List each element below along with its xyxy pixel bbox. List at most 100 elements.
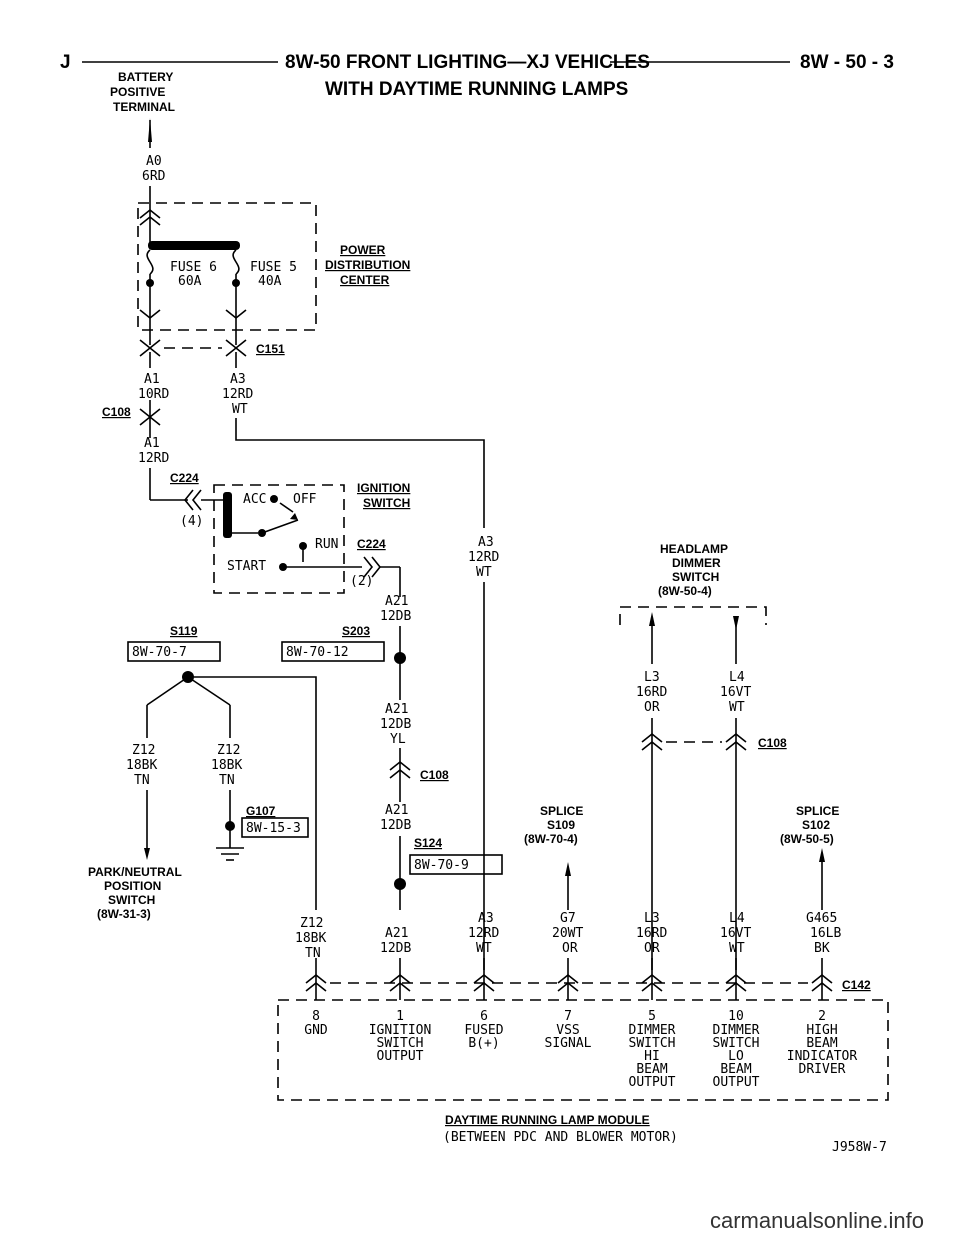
module-pin-label: SWITCH [629,1036,676,1051]
wire-z12-left-label: Z12 [132,743,155,758]
wire-z12-left-spec2: TN [134,773,150,788]
header-letter: J [60,52,71,73]
module-pin-label: SIGNAL [545,1036,592,1051]
module-pin-label: DIMMER [629,1023,676,1038]
bottom-z12-spec: 18BK [295,931,326,946]
wire-l3-top-spec2: OR [644,700,660,715]
wire-l4-top-spec: 16VT [720,685,751,700]
splice-s203-dot [394,652,406,664]
module-subtitle: (BETWEEN PDC AND BLOWER MOTOR) [443,1130,678,1145]
bottom-l4-spec2: WT [729,941,745,956]
ground-g107: G107 [246,804,276,818]
module-pin-number: 7 [564,1009,572,1024]
module-pin-label: SWITCH [377,1036,424,1051]
splice-s102-1: SPLICE [796,804,839,818]
wire-a3-mid-label: A3 [478,535,494,550]
pdc-outline [137,202,317,331]
park-switch-4: (8W-31-3) [97,907,151,921]
ground-g107-ref: 8W-15-3 [246,821,301,836]
module-pin-label: BEAM [806,1036,837,1051]
module-pin-number: 8 [312,1009,320,1024]
module-pins: 8GND1IGNITIONSWITCHOUTPUT6FUSEDB(+)7VSSS… [304,1009,857,1090]
wire-a1-label: A1 [144,372,160,387]
splice-s102-2: S102 [802,818,830,832]
bottom-l4-spec: 16VT [720,926,751,941]
headlamp-label-4: (8W-50-4) [658,584,712,598]
wire-l3-top-spec: 16RD [636,685,667,700]
module-pin-label: FUSED [464,1023,503,1038]
splice-s124-ref: 8W-70-9 [414,858,469,873]
module-pin-number: 6 [480,1009,488,1024]
wire-l4-top-spec2: WT [729,700,745,715]
park-switch-3: SWITCH [108,893,155,907]
wire-a21-mid-spec: 12DB [380,717,411,732]
pdc-title-1: POWER [340,243,386,257]
module-pin-number: 10 [728,1009,744,1024]
fuse6-label: FUSE 6 [170,260,217,275]
battery-label-2: POSITIVE [110,85,165,99]
header-subtitle: WITH DAYTIME RUNNING LAMPS [325,79,628,100]
wire-a3-spec: 12RD [222,387,253,402]
wire-a21-top-label: A21 [385,594,408,609]
ignition-title-2: SWITCH [363,496,410,510]
ignition-acc: ACC [243,492,266,507]
module-pin-label: HI [644,1049,660,1064]
wire-a21-low-spec: 12DB [380,818,411,833]
connector-c151: C151 [256,342,285,356]
wire-l3-top-label: L3 [644,670,660,685]
module-pin-label: B(+) [468,1036,499,1051]
bottom-l3-label: L3 [644,911,660,926]
pdc-title-3: CENTER [340,273,390,287]
module-pin-label: IGNITION [369,1023,432,1038]
module-pin-label: GND [304,1023,328,1038]
wire-z12-left-spec: 18BK [126,758,157,773]
wire-a3-spec2: WT [232,402,248,417]
bottom-a3-label: A3 [478,911,494,926]
wire-z12-mid-spec2: TN [219,773,235,788]
connector-c108-right: C108 [758,736,787,750]
bottom-g465-spec2: BK [814,941,830,956]
wire-a1b-label: A1 [144,436,160,451]
ignition-start: START [227,559,266,574]
wire-z12-mid-spec: 18BK [211,758,242,773]
bottom-l3-spec: 16RD [636,926,667,941]
wire-a0-label: A0 [146,154,162,169]
bottom-g7-spec: 20WT [552,926,583,941]
figure-id: J958W-7 [832,1140,887,1155]
fuse5-icon [232,249,240,275]
splice-s109-1: SPLICE [540,804,583,818]
module-pin-number: 2 [818,1009,826,1024]
bottom-z12-label: Z12 [300,916,323,931]
module-pin-label: SWITCH [713,1036,760,1051]
wire-a21-mid-label: A21 [385,702,408,717]
bottom-z12-spec2: TN [305,946,321,961]
wire-a3-label: A3 [230,372,246,387]
pdc-busbar [148,241,240,250]
header-page-ref: 8W - 50 - 3 [800,52,894,73]
module-pin-number: 5 [648,1009,656,1024]
ignition-off: OFF [293,492,317,507]
watermark: carmanualsonline.info [710,1208,924,1233]
bottom-g465-label: G465 [806,911,837,926]
connector-c224-top: C224 [170,471,199,485]
bottom-g7-label: G7 [560,911,576,926]
splice-s119-ref: 8W-70-7 [132,645,187,660]
headlamp-label-2: DIMMER [672,556,721,570]
wire-a21-top-spec: 12DB [380,609,411,624]
splice-s124-dot [394,878,406,890]
module-pin-label: DRIVER [799,1062,846,1077]
headlamp-label-1: HEADLAMP [660,542,728,556]
module-pin-label: BEAM [636,1062,667,1077]
splice-s109-2: S109 [547,818,575,832]
splice-s102-3: (8W-50-5) [780,832,834,846]
bottom-g465-spec: 16LB [810,926,841,941]
bottom-a21-label: A21 [385,926,408,941]
drl-module-outline [277,999,889,1101]
fuse6-amp: 60A [178,274,202,289]
wire-a3-mid-spec: 12RD [468,550,499,565]
splice-s119: S119 [170,624,198,638]
connector-c224-right: C224 [357,537,386,551]
wire-a1-spec: 10RD [138,387,169,402]
ignition-contact-bar [223,492,232,538]
